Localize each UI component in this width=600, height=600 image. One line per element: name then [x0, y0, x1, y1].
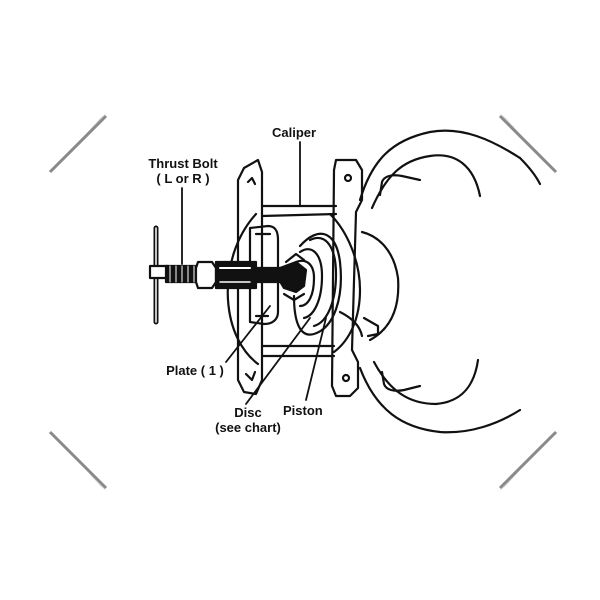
- leader-plate: [225, 305, 271, 363]
- photo-corners: [48, 112, 558, 492]
- caliper-body: [226, 158, 400, 398]
- label-thrust-bolt-line1: Thrust Bolt: [148, 156, 218, 171]
- leader-disc: [245, 317, 311, 405]
- knuckle-outline: [358, 129, 542, 434]
- label-thrust-bolt-line2: ( L or R ): [156, 171, 210, 186]
- label-disc-line2: (see chart): [215, 420, 281, 435]
- label-caliper: Caliper: [272, 125, 317, 140]
- label-disc-line1: Disc: [234, 405, 262, 420]
- label-thrust-bolt: Thrust Bolt ( L or R ): [138, 156, 228, 186]
- leader-lines: [181, 141, 327, 405]
- thrust-bolt: [148, 225, 284, 325]
- label-piston: Piston: [283, 403, 323, 418]
- label-disc: Disc (see chart): [210, 405, 286, 435]
- leader-piston: [305, 317, 327, 401]
- disc-piston: [276, 232, 342, 336]
- label-plate: Plate ( 1 ): [166, 363, 224, 378]
